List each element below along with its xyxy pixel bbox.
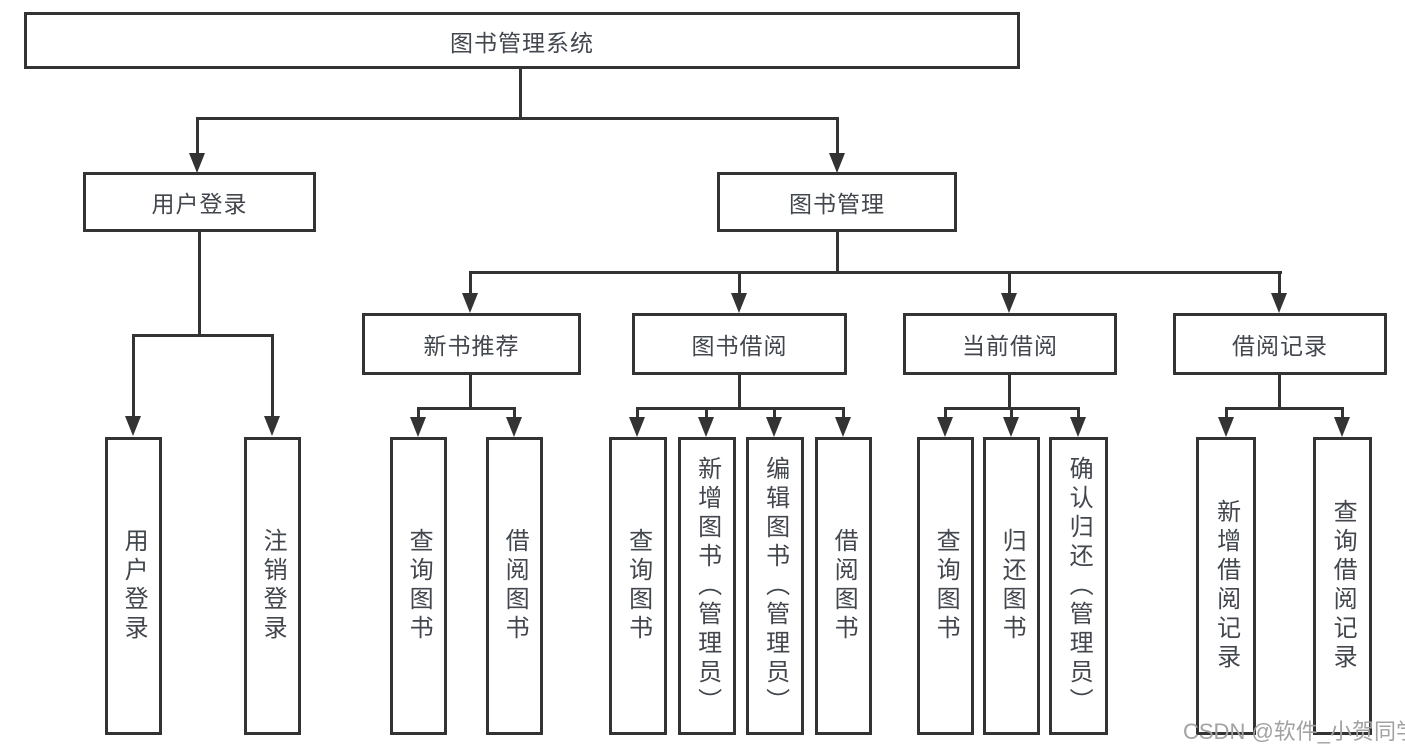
arrowhead-down-icon <box>410 417 426 437</box>
leaf-query-books: 查询图书 <box>609 437 667 735</box>
arrowhead-down-icon <box>1001 293 1017 313</box>
connector-line <box>636 407 845 410</box>
node-book-management: 图书管理 <box>717 172 957 232</box>
connector-line <box>271 334 274 418</box>
connector-line <box>519 68 522 119</box>
leaf-query-books: 查询图书 <box>390 437 447 735</box>
connector-line <box>1010 407 1013 421</box>
connector-line <box>1225 407 1228 421</box>
connector-line <box>1278 375 1281 410</box>
arrowhead-down-icon <box>629 417 645 437</box>
connector-line <box>738 271 741 295</box>
arrowhead-down-icon <box>835 417 851 437</box>
leaf-add-books-admin: 新增图书（管理员） <box>678 437 736 735</box>
leaf-add-borrow-record: 新增借阅记录 <box>1196 437 1256 735</box>
connector-line <box>132 334 135 418</box>
node-new-book-recommendation: 新书推荐 <box>362 313 581 375</box>
connector-line <box>1077 407 1080 421</box>
arrowhead-down-icon <box>1003 417 1019 437</box>
connector-line <box>738 375 741 410</box>
connector-line <box>836 117 839 155</box>
node-book-borrowing: 图书借阅 <box>632 313 847 375</box>
arrowhead-down-icon <box>766 417 782 437</box>
node-library-management-system: 图书管理系统 <box>24 12 1020 69</box>
node-current-borrowing: 当前借阅 <box>903 313 1117 375</box>
connector-line <box>705 407 708 421</box>
arrowhead-down-icon <box>829 153 845 173</box>
leaf-query-borrow-record: 查询借阅记录 <box>1313 437 1372 735</box>
leaf-query-books: 查询图书 <box>917 437 974 735</box>
connector-line <box>417 407 420 421</box>
arrowhead-down-icon <box>937 417 953 437</box>
arrowhead-down-icon <box>731 293 747 313</box>
connector-line <box>1278 271 1281 295</box>
arrowhead-down-icon <box>189 153 205 173</box>
connector-line <box>1341 407 1344 421</box>
connector-line <box>417 407 516 410</box>
node-user-login: 用户登录 <box>83 172 316 232</box>
connector-line <box>1008 375 1011 410</box>
connector-line <box>196 117 199 155</box>
connector-line <box>469 271 1282 274</box>
arrowhead-down-icon <box>506 417 522 437</box>
arrowhead-down-icon <box>462 293 478 313</box>
arrowhead-down-icon <box>264 416 280 436</box>
connector-line <box>132 334 274 337</box>
connector-line <box>636 407 639 421</box>
arrowhead-down-icon <box>1334 417 1350 437</box>
leaf-user-login: 用户登录 <box>105 437 162 735</box>
connector-line <box>198 232 201 337</box>
connector-line <box>836 232 839 274</box>
connector-line <box>1225 407 1344 410</box>
leaf-borrow-books: 借阅图书 <box>486 437 543 735</box>
connector-line <box>469 271 472 295</box>
arrowhead-down-icon <box>1218 417 1234 437</box>
arrowhead-down-icon <box>1070 417 1086 437</box>
connector-line <box>513 407 516 421</box>
leaf-borrow-books: 借阅图书 <box>815 437 872 735</box>
connector-line <box>773 407 776 421</box>
connector-line <box>1008 271 1011 295</box>
connector-line <box>196 117 839 120</box>
arrowhead-down-icon <box>125 416 141 436</box>
arrowhead-down-icon <box>1271 293 1287 313</box>
leaf-confirm-return-admin: 确认归还（管理员） <box>1049 437 1108 735</box>
leaf-return-books: 归还图书 <box>983 437 1040 735</box>
leaf-edit-books-admin: 编辑图书（管理员） <box>746 437 804 735</box>
node-borrowing-records: 借阅记录 <box>1173 313 1387 375</box>
connector-line <box>469 375 472 410</box>
connector-line <box>842 407 845 421</box>
arrowhead-down-icon <box>698 417 714 437</box>
connector-line <box>944 407 947 421</box>
csdn-watermark: CSDN @软件_小贺同学 <box>1183 719 1405 744</box>
leaf-logout: 注销登录 <box>244 437 301 735</box>
